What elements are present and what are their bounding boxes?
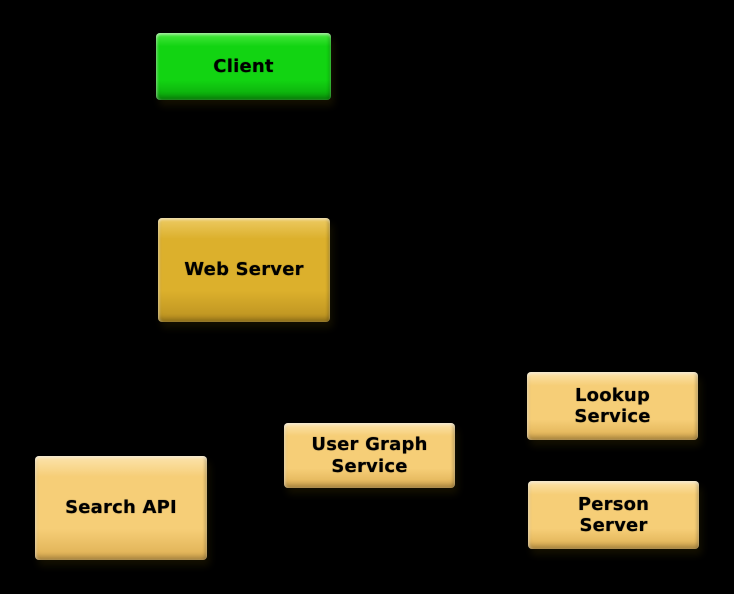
node-client-label: Client <box>213 55 274 77</box>
node-search-api: Search API <box>35 456 207 560</box>
node-user-graph-service-label: User Graph Service <box>311 434 428 477</box>
node-person-server: Person Server <box>528 481 699 549</box>
node-search-api-label: Search API <box>65 497 177 519</box>
node-web-server: Web Server <box>158 218 330 322</box>
node-lookup-service-label: Lookup Service <box>574 384 651 427</box>
node-web-server-label: Web Server <box>184 259 304 281</box>
node-lookup-service: Lookup Service <box>527 372 698 440</box>
node-user-graph-service: User Graph Service <box>284 423 455 488</box>
node-person-server-label: Person Server <box>577 493 650 536</box>
node-client: Client <box>156 33 331 100</box>
